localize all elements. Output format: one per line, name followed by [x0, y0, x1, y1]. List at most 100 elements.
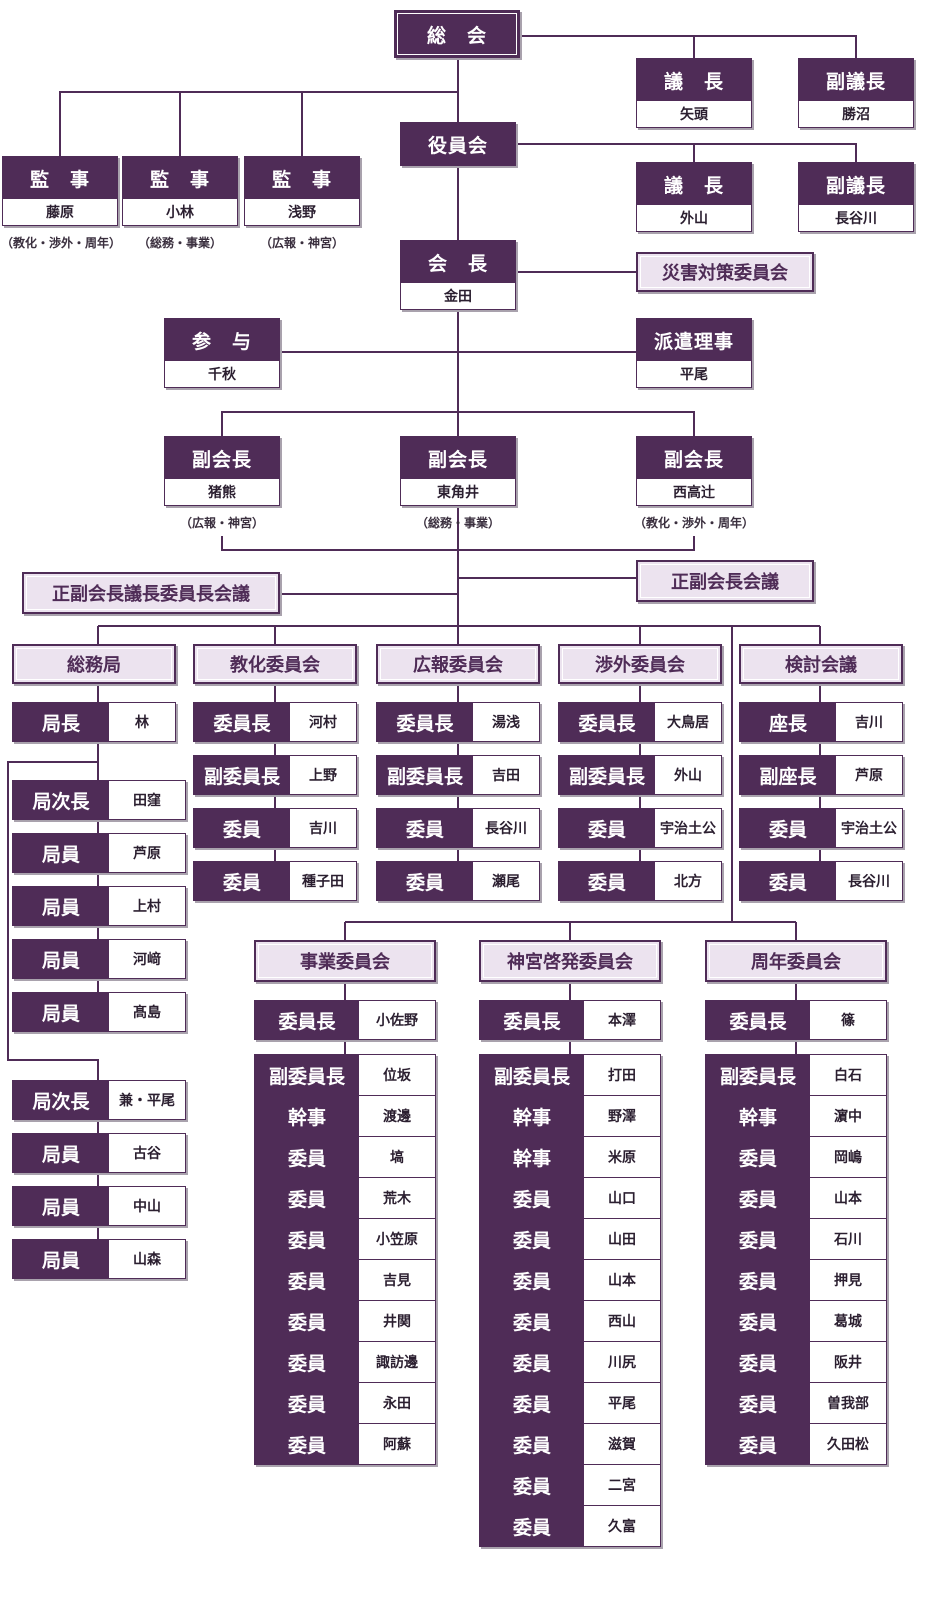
- name-label: 河﨑: [133, 952, 161, 968]
- committee-member-row: 委員宇治土公: [558, 808, 722, 848]
- role-label: 幹事: [480, 1137, 584, 1177]
- name-label: 篠: [841, 1013, 855, 1029]
- committee-member-row: 委員 山田: [479, 1218, 661, 1260]
- role-label: 局員: [13, 1240, 109, 1278]
- auditor-note: （教化・渉外・周年）: [0, 236, 121, 250]
- role-label: 委員: [480, 1424, 584, 1464]
- board-label: 役員会: [427, 134, 488, 157]
- committee-title-label: 周年委員会: [751, 952, 841, 973]
- role-label: 局員: [13, 993, 109, 1031]
- name-label: 林: [135, 715, 149, 731]
- name-label: 大鳥居: [667, 715, 709, 731]
- name-label: 古谷: [133, 1146, 161, 1162]
- role-label: 副委員長: [480, 1055, 584, 1095]
- committee-title: 周年委員会: [705, 940, 887, 982]
- committee-member-row: 委員阪井: [705, 1341, 887, 1383]
- role-label: 委員: [480, 1465, 584, 1505]
- general-affairs-member: 局員 髙島: [12, 992, 186, 1032]
- name-label: 瀬尾: [492, 874, 520, 890]
- committee-member-row: 副委員長外山: [558, 755, 722, 795]
- vice-president-role: 副会長: [637, 437, 751, 479]
- dispatched-director-box: 派遣理事 平尾: [636, 318, 752, 388]
- role-label: 委員: [255, 1219, 359, 1259]
- name-label: 岡嶋: [834, 1150, 862, 1166]
- board-vice-chair-role: 副議長: [799, 163, 913, 205]
- advisor-name: 千秋: [208, 367, 236, 383]
- committee-member-row: 委員吉見: [254, 1259, 436, 1301]
- name-label: 曽我部: [827, 1396, 869, 1412]
- name-label: 小佐野: [376, 1013, 418, 1029]
- auditor-box: 監 事 藤原: [2, 156, 118, 226]
- role-label: 委員: [706, 1342, 810, 1382]
- committee-title-label: 広報委員会: [413, 655, 503, 676]
- committee-title-label: 渉外委員会: [595, 655, 685, 676]
- role-label: 局員: [13, 1187, 109, 1225]
- role-label: 委員: [706, 1424, 810, 1464]
- committee-member-row: 委員 久田松: [705, 1423, 887, 1465]
- role-label: 委員: [706, 1260, 810, 1300]
- advisor-box: 参 与 千秋: [164, 318, 280, 388]
- committee-member-row: 委員瀬尾: [376, 861, 540, 901]
- role-label: 委員: [255, 1301, 359, 1341]
- committee-member-row: 委員 川尻: [479, 1341, 661, 1383]
- name-label: 河村: [309, 715, 337, 731]
- role-label: 委員: [480, 1260, 584, 1300]
- general-affairs-member: 局員 上村: [12, 886, 186, 926]
- committee-member-row: 委員長湯浅: [376, 702, 540, 742]
- council-right: 正副会長会議: [636, 560, 814, 602]
- committee-member-row: 委員長谷川: [376, 808, 540, 848]
- name-label: 本澤: [608, 1013, 636, 1029]
- role-label: 委員: [480, 1178, 584, 1218]
- name-label: 荒木: [383, 1191, 411, 1207]
- role-label: 委員: [706, 1301, 810, 1341]
- role-label: 副委員長: [377, 756, 473, 794]
- name-label: 川尻: [608, 1355, 636, 1371]
- name-label: 位坂: [383, 1068, 411, 1084]
- vice-president-name: 東角井: [437, 485, 479, 501]
- role-label: 局員: [13, 940, 109, 978]
- role-label: 委員: [480, 1342, 584, 1382]
- name-label: 兼・平尾: [119, 1093, 175, 1109]
- committee-member-row: 委員 曽我部: [705, 1382, 887, 1424]
- name-label: 阿蘇: [383, 1437, 411, 1453]
- committee-member-row: 委員小笠原: [254, 1218, 436, 1260]
- vice-president-role: 副会長: [401, 437, 515, 479]
- vice-president-name: 猪熊: [208, 485, 236, 501]
- council-right-label: 正副会長会議: [671, 572, 779, 593]
- role-label: 委員: [480, 1383, 584, 1423]
- role-label: 委員: [480, 1219, 584, 1259]
- committee-member-row: 副委員長位坂: [254, 1054, 436, 1096]
- role-label: 委員: [559, 809, 655, 847]
- council-left: 正副会長議長委員長会議: [22, 572, 280, 614]
- auditor-role: 監 事: [3, 157, 117, 199]
- role-label: 委員: [706, 1178, 810, 1218]
- name-label: 久田松: [827, 1437, 869, 1453]
- president-box: 会 長 金田: [400, 240, 516, 310]
- name-label: 山森: [133, 1252, 161, 1268]
- role-label: 副委員長: [706, 1055, 810, 1095]
- gm-vice-chair-name: 勝沼: [842, 107, 870, 123]
- role-label: 委員: [706, 1383, 810, 1423]
- committee-member-row: 副座長芦原: [739, 755, 903, 795]
- name-label: 渡邊: [383, 1109, 411, 1125]
- role-label: 委員: [194, 862, 290, 900]
- role-label: 委員: [194, 809, 290, 847]
- name-label: 宇治土公: [660, 821, 716, 837]
- role-label: 委員: [255, 1424, 359, 1464]
- role-label: 座長: [740, 703, 836, 741]
- committee-member-row: 副委員長打田: [479, 1054, 661, 1096]
- name-label: 吉見: [383, 1273, 411, 1289]
- name-label: 山田: [608, 1232, 636, 1248]
- committee-member-row: 委員岡嶋: [705, 1136, 887, 1178]
- committee-member-row: 委員長大鳥居: [558, 702, 722, 742]
- role-label: 幹事: [255, 1096, 359, 1136]
- name-label: 葛城: [834, 1314, 862, 1330]
- committee-member-row: 委員諏訪邊: [254, 1341, 436, 1383]
- name-label: 二宮: [608, 1478, 636, 1494]
- committee-title: 事業委員会: [254, 940, 436, 982]
- president-name: 金田: [444, 289, 472, 305]
- general-affairs-title: 総務局: [12, 644, 176, 684]
- role-label: 局員: [13, 834, 109, 872]
- general-affairs-member: 局次長 田窪: [12, 780, 186, 820]
